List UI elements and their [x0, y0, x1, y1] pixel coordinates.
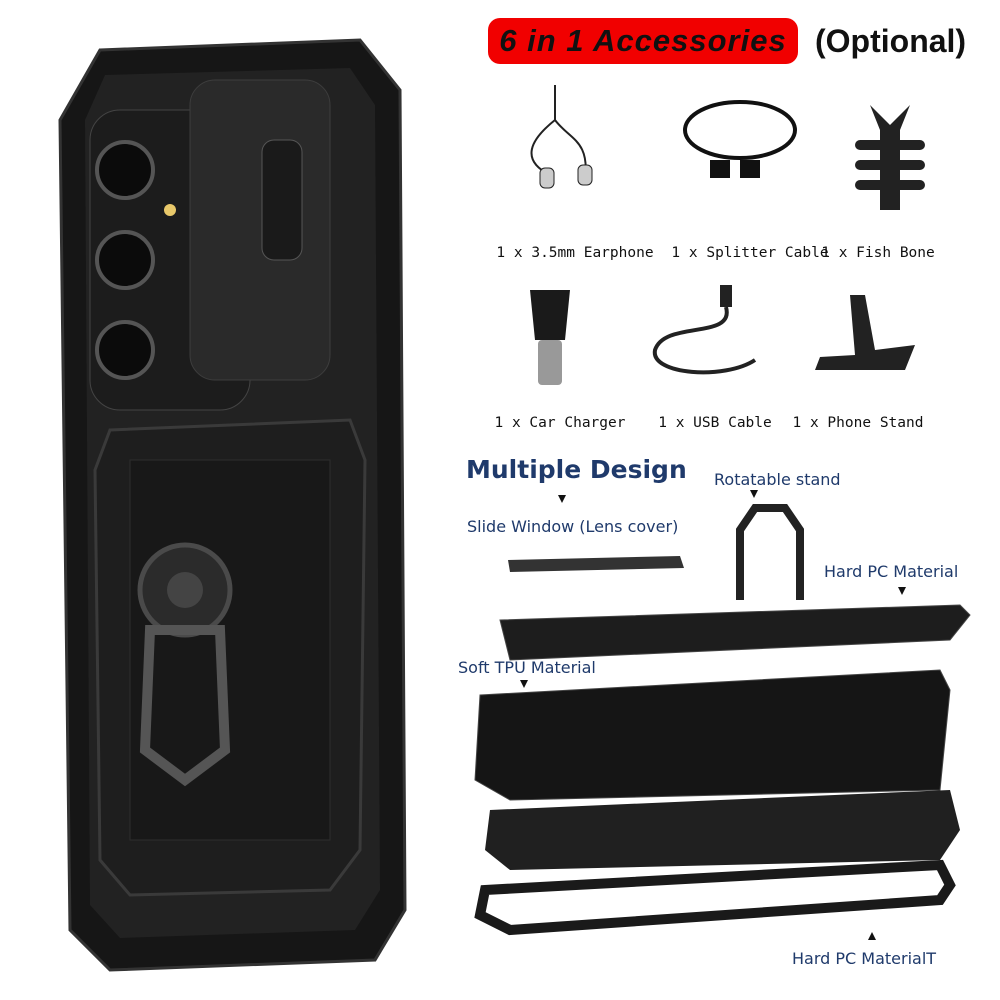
phone-body: [485, 790, 960, 870]
hard-pc-bottom-label: Hard PC MaterialT: [792, 949, 937, 968]
phone-stand-icon: [815, 295, 915, 370]
splitter-cable-icon: [683, 100, 797, 178]
accessory-label: 1 x Car Charger: [494, 415, 626, 431]
accessory-label: 1 x Phone Stand: [792, 415, 924, 431]
accessories-banner: 6 in 1 Accessories: [488, 18, 798, 64]
pointer-arrow-icon: [898, 587, 906, 595]
pointer-arrow-icon: [520, 680, 528, 688]
usb-cable-icon: [652, 285, 757, 375]
fish-bone-icon: [855, 105, 925, 210]
exploded-case-diagram: [474, 490, 971, 940]
pointer-arrow-icon: [868, 932, 876, 940]
slide-window-part: [508, 556, 684, 572]
car-charger-icon: [530, 290, 570, 385]
slide-window-label: Slide Window (Lens cover): [467, 517, 679, 536]
soft-tpu-label: Soft TPU Material: [458, 658, 596, 677]
accessory-label: 1 x 3.5mm Earphone: [496, 245, 654, 261]
earphone-icon: [530, 85, 593, 189]
accessory-label: 1 x USB Cable: [658, 415, 772, 431]
accessory-label: 1 x Splitter Cable: [671, 245, 829, 261]
soft-tpu-layer: [474, 669, 951, 801]
optional-label: (Optional): [815, 23, 967, 59]
pointer-arrow-icon: [750, 490, 758, 498]
hard-pc-bottom-frame: [474, 859, 956, 936]
rotatable-stand-part: [736, 504, 804, 600]
hard-pc-label: Hard PC Material: [824, 562, 959, 581]
pointer-arrow-icon: [558, 495, 566, 503]
accessory-label: 1 x Fish Bone: [821, 245, 935, 261]
multiple-design-title: Multiple Design: [466, 455, 687, 484]
rotatable-stand-label: Rotatable stand: [714, 470, 841, 489]
hard-pc-layer: [499, 604, 971, 661]
phone-case-image: [58, 38, 407, 972]
